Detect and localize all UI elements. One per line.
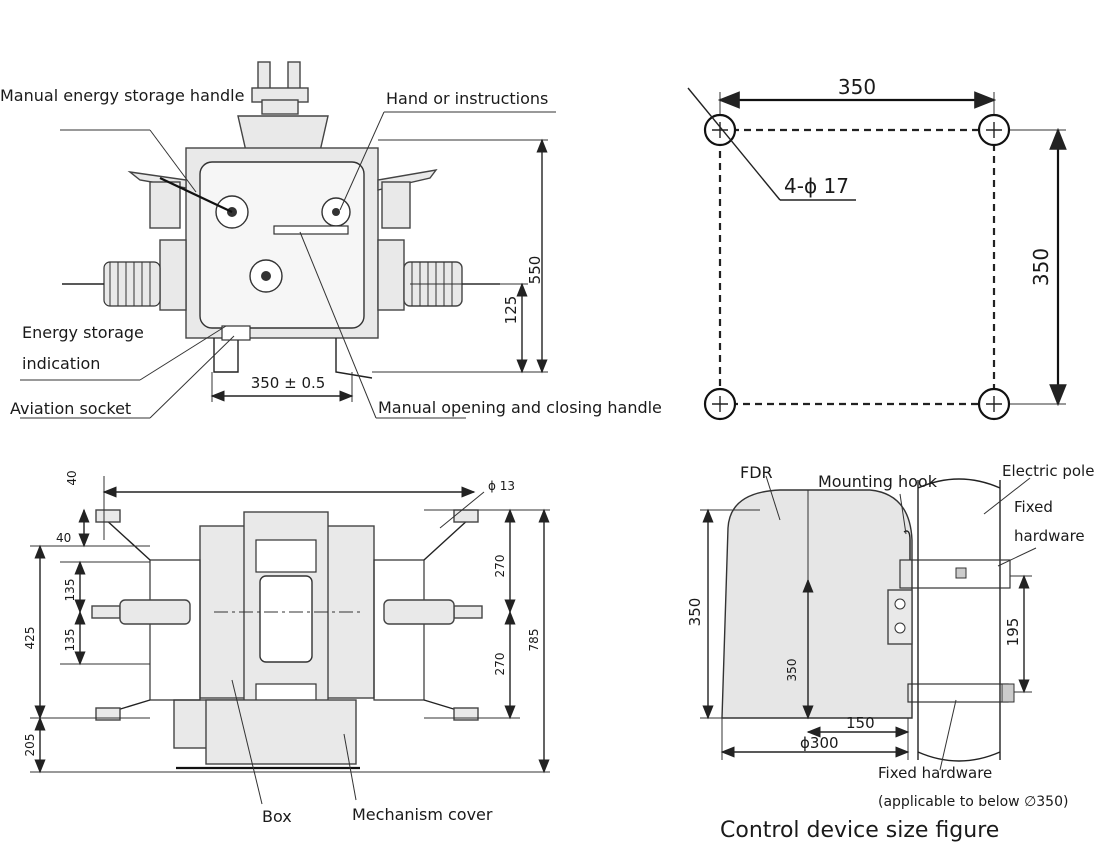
dim-front-350: 350 ± 0.5 [251, 374, 326, 392]
dim-top-135-upper: 135 [63, 579, 77, 602]
label-energy-storage-indication: indication [22, 354, 100, 373]
label-mounting-hook: Mounting hook [818, 472, 938, 491]
dim-top-785: 785 [527, 629, 541, 652]
label-hand-or-instructions: Hand or instructions [386, 89, 548, 108]
label-hardware: hardware [1014, 527, 1085, 545]
dim-top-270-lower: 270 [493, 653, 507, 676]
dim-top-hole-13: ϕ 13 [488, 479, 515, 493]
label-fixed-hardware-bottom: Fixed hardware [878, 764, 992, 782]
dim-control-150: 150 [846, 714, 875, 732]
dim-front-125: 125 [502, 296, 520, 325]
label-manual-opening-closing-handle: Manual opening and closing handle [378, 398, 662, 417]
dim-top-270-upper: 270 [493, 555, 507, 578]
dim-top-425: 425 [23, 627, 37, 650]
label-aviation-socket: Aviation socket [10, 399, 131, 418]
dim-hole-horizontal-350: 350 [838, 75, 876, 99]
caption-control-device-size-figure: Control device size figure [720, 818, 999, 843]
label-fixed: Fixed [1014, 498, 1053, 516]
dim-top-205: 205 [23, 734, 37, 757]
label-mechanism-cover: Mechanism cover [352, 805, 493, 824]
top-view [30, 476, 550, 805]
label-fdr: FDR [740, 463, 773, 482]
hole-pattern-view [687, 87, 1067, 421]
label-applicable-note: (applicable to below ∅350) [878, 794, 1068, 810]
dim-control-350-inner: 350 [785, 659, 799, 682]
dim-top-40-top: 40 [65, 470, 79, 485]
control-device-view [700, 475, 1037, 771]
dim-control-350-outer: 350 [686, 598, 704, 627]
dim-hole-vertical-350: 350 [1029, 248, 1053, 286]
dim-hole-count: 4-ϕ 17 [784, 174, 849, 198]
dim-control-300: ϕ300 [800, 734, 839, 752]
front-view [20, 61, 556, 419]
label-energy-storage: Energy storage [22, 323, 144, 342]
dim-front-550: 550 [526, 256, 544, 285]
label-electric-pole: Electric pole [1002, 462, 1094, 480]
label-box: Box [262, 807, 292, 826]
dim-control-195: 195 [1004, 618, 1022, 647]
dim-top-135-lower: 135 [63, 629, 77, 652]
dim-top-40-left: 40 [56, 531, 71, 545]
label-manual-energy-storage-handle: Manual energy storage handle [0, 86, 244, 105]
